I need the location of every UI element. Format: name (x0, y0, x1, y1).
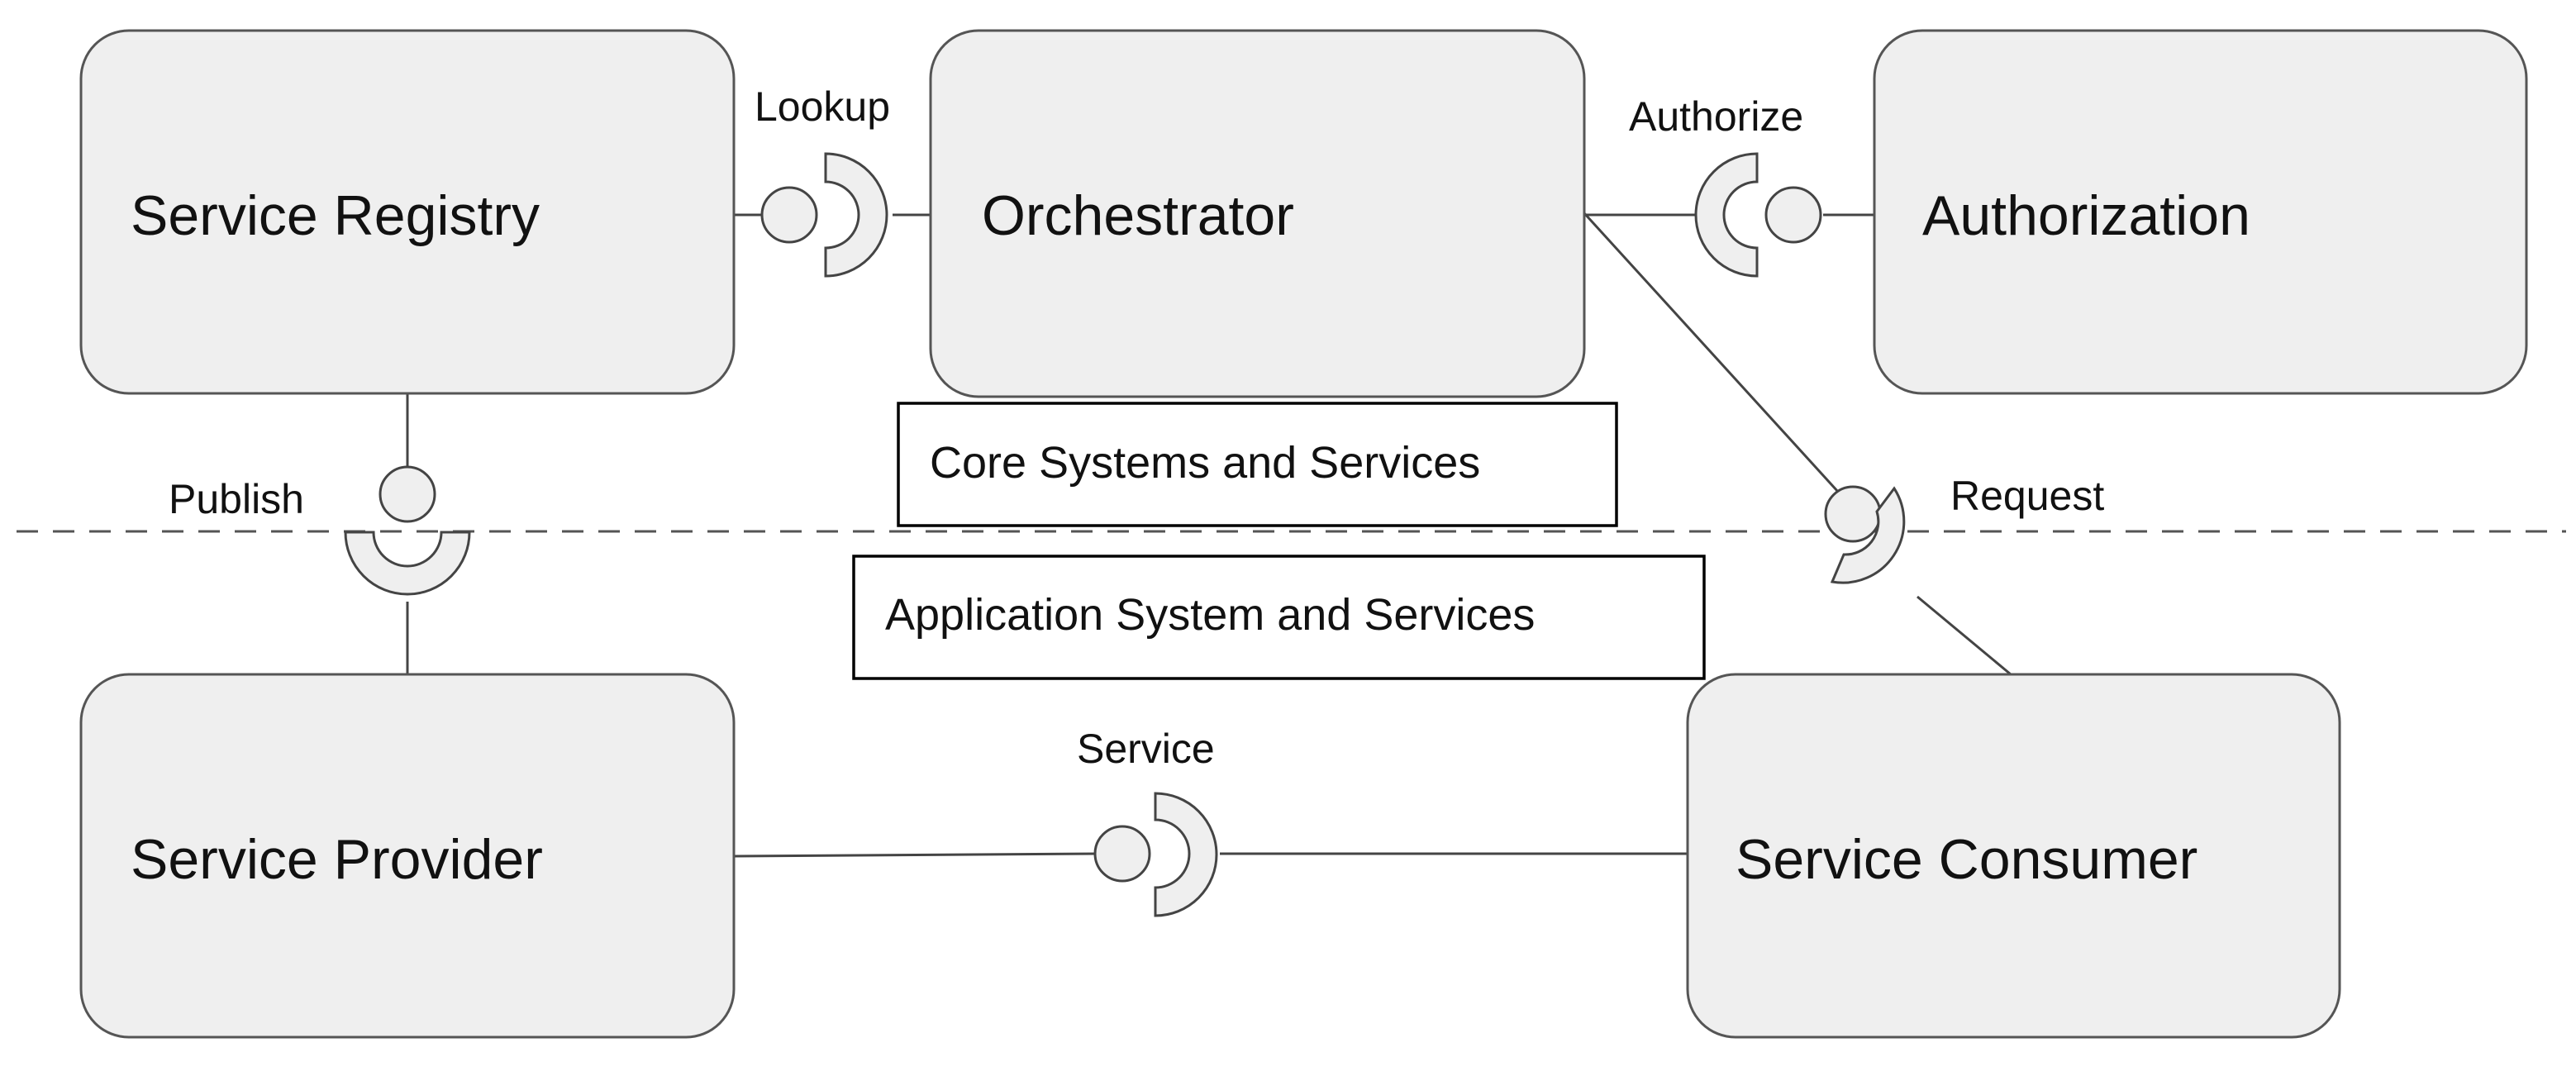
lookup-required-socket (824, 152, 888, 278)
service-provider-label: Service Provider (131, 828, 543, 891)
service-label: Service (1077, 726, 1215, 772)
lookup-label: Lookup (755, 83, 890, 130)
authorization-label: Authorization (1922, 184, 2250, 247)
service-provider-component: Service Provider (79, 673, 736, 1039)
publish-interface: Publish (169, 465, 471, 596)
wire-request-consumer (1917, 595, 2012, 676)
service-registry-component: Service Registry (79, 29, 736, 395)
service-consumer-component: Service Consumer (1686, 673, 2341, 1039)
authorization-component: Authorization (1873, 29, 2528, 395)
wire-provider-service (733, 852, 1098, 858)
service-consumer-label: Service Consumer (1736, 828, 2197, 891)
core-zone-text: Core Systems and Services (930, 438, 1480, 488)
orchestrator-label: Orchestrator (982, 184, 1294, 247)
lookup-provided-ball (760, 186, 818, 244)
publish-required-socket (344, 531, 471, 596)
wire-orchestrator-request (1583, 212, 1840, 493)
service-provided-ball (1093, 825, 1151, 883)
authorize-provided-ball (1764, 186, 1822, 244)
lookup-interface: Lookup (755, 83, 890, 278)
core-zone-label: Core Systems and Services (897, 402, 1618, 527)
service-required-socket (1154, 792, 1218, 917)
authorize-interface: Authorize (1629, 93, 1822, 278)
request-required-socket (1830, 486, 1906, 584)
application-zone-label: Application System and Services (852, 555, 1706, 680)
application-zone-text: Application System and Services (885, 590, 1535, 640)
request-label: Request (1950, 473, 2104, 519)
publish-label: Publish (169, 476, 304, 522)
orchestrator-component: Orchestrator (929, 29, 1586, 398)
service-registry-label: Service Registry (131, 184, 540, 247)
publish-provided-ball (379, 465, 436, 523)
request-provided-ball (1824, 485, 1882, 543)
request-interface: Request (1824, 473, 2104, 584)
authorize-required-socket (1694, 152, 1759, 278)
service-interface: Service (1077, 726, 1218, 917)
authorize-label: Authorize (1629, 93, 1803, 140)
